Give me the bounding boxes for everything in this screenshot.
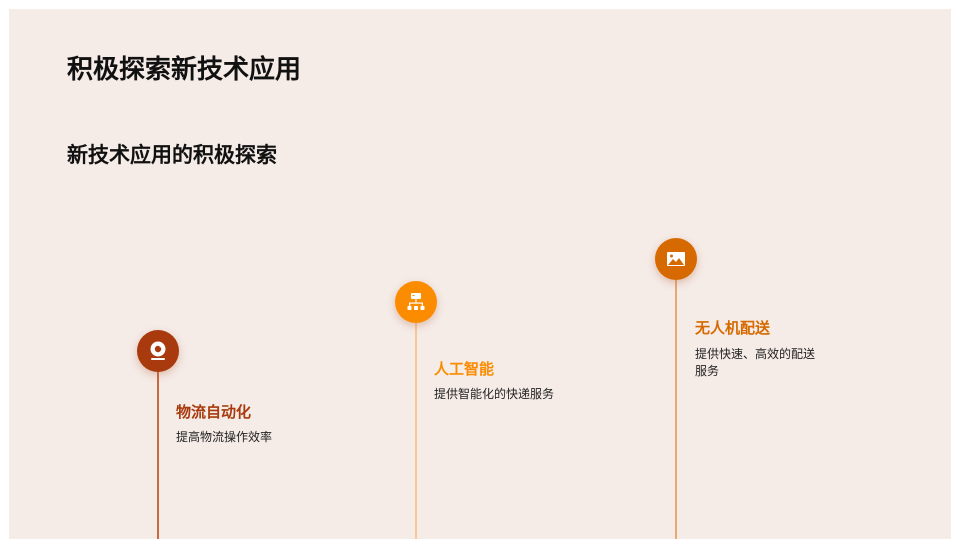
timeline-line: [157, 371, 159, 539]
timeline-line: [415, 322, 417, 539]
timeline-item-description: 提高物流操作效率: [176, 430, 273, 444]
timeline-line: [675, 279, 677, 539]
timeline-item-description: 提供智能化的快递服务: [434, 387, 555, 401]
timeline-item-description: 提供快速、高效的配送服务: [695, 347, 816, 378]
timeline-item-title: 物流自动化: [176, 403, 252, 421]
webcam-icon: [137, 330, 179, 372]
timeline-item-title: 无人机配送: [695, 319, 771, 337]
slide-subtitle: 新技术应用的积极探索: [67, 143, 277, 167]
sitemap-icon: [395, 281, 437, 323]
timeline-item-title: 人工智能: [434, 360, 495, 378]
slide: 积极探索新技术应用 新技术应用的积极探索 物流自动化 提高物流操作效率: [9, 9, 951, 539]
image-icon: [655, 238, 697, 280]
slide-title: 积极探索新技术应用: [67, 55, 302, 85]
